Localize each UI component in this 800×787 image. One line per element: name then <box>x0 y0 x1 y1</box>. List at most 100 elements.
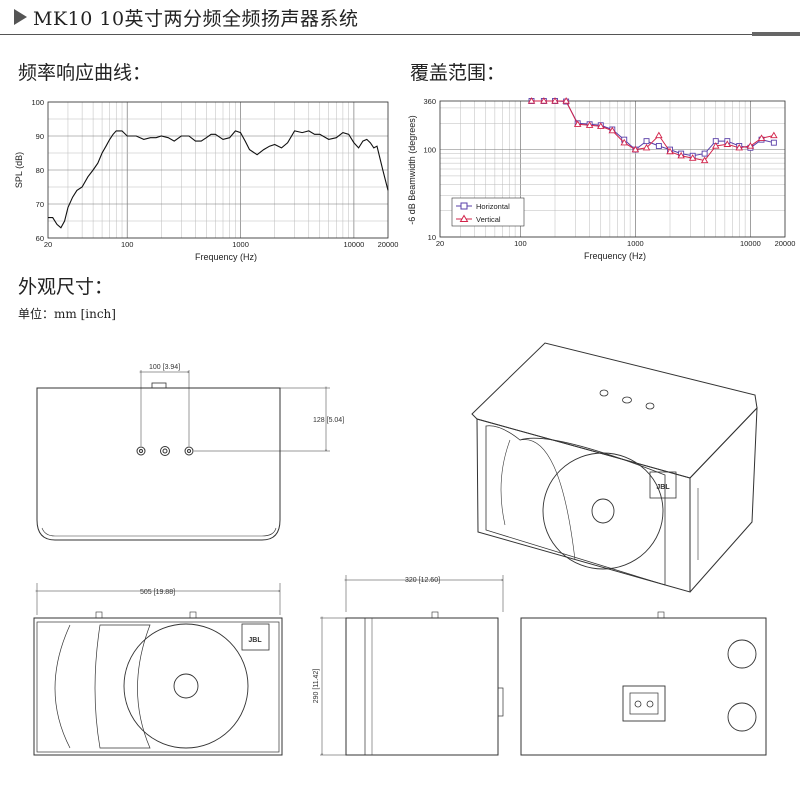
cov-y-tick-label: 10 <box>428 233 436 242</box>
height-dimension: 290 [11.42] <box>313 669 320 704</box>
cov-point-vertical <box>757 134 766 141</box>
top-view-outline <box>36 387 281 541</box>
page-title: MK10 10英寸两分频全频扬声器系统 <box>33 8 359 30</box>
top-view-drawing <box>36 370 330 541</box>
header: MK10 10英寸两分频全频扬声器系统 <box>0 0 800 36</box>
front-woofer <box>123 623 249 749</box>
fr-series-line <box>48 130 389 229</box>
cov-point-horizontal <box>736 143 743 149</box>
cov-plot-frame <box>439 100 786 238</box>
play-arrow-icon <box>14 9 27 25</box>
front-woofer-cap <box>173 673 199 699</box>
fr-y-axis-label: SPL (dB) <box>14 152 24 188</box>
cov-x-tick-label: 1000 <box>627 239 644 248</box>
cov-x-tick-label: 20000 <box>775 239 796 248</box>
fr-x-axis-label: Frequency (Hz) <box>195 252 257 262</box>
cov-point-horizontal <box>632 146 639 153</box>
fr-x-tick-label: 10000 <box>343 240 364 249</box>
cov-point-horizontal <box>724 138 731 145</box>
fr-y-tick-label: 70 <box>36 200 44 209</box>
cov-point-horizontal <box>747 144 754 151</box>
cov-legend: Horizontal Vertical <box>451 197 525 227</box>
cov-point-vertical <box>746 142 755 149</box>
cov-y-tick-label: 360 <box>423 97 436 106</box>
cov-point-vertical <box>688 154 697 161</box>
back-port-2 <box>727 702 757 732</box>
cov-point-vertical <box>735 143 744 151</box>
cov-point-horizontal <box>609 126 616 133</box>
side-view-outline <box>345 617 499 756</box>
cov-point-horizontal <box>597 122 604 129</box>
front-view-drawing <box>33 583 283 756</box>
back-view-outline <box>520 617 767 756</box>
back-view-drawing <box>520 611 767 756</box>
cov-series-line-horizontal <box>531 100 775 157</box>
cov-point-vertical <box>540 97 548 104</box>
cov-point-horizontal <box>655 143 662 149</box>
iso-logo: JBL <box>656 484 670 491</box>
cov-point-vertical <box>666 147 674 155</box>
cov-point-horizontal <box>701 150 708 157</box>
cov-point-vertical <box>655 131 663 139</box>
cov-y-tick-label: 100 <box>423 146 436 155</box>
cov-grid <box>439 101 786 238</box>
legend-horizontal-label: Horizontal <box>476 202 510 211</box>
cov-point-horizontal <box>574 120 581 127</box>
cov-point-horizontal <box>667 146 673 153</box>
cov-point-horizontal <box>586 121 593 128</box>
header-accent-block <box>752 32 800 36</box>
fr-x-tick-label: 20000 <box>378 240 399 249</box>
cov-point-vertical <box>562 97 570 104</box>
legend-horizontal-marker <box>460 202 468 210</box>
coverage-heading: 覆盖范围： <box>410 62 506 84</box>
fr-y-tick-label: 60 <box>36 234 44 243</box>
iso-front-baffle <box>485 425 666 586</box>
cov-x-tick-label: 100 <box>514 239 527 248</box>
cov-point-vertical <box>711 142 720 149</box>
top-depth-dimension: 128 [5.04] <box>313 417 344 424</box>
terminal-post-2 <box>646 700 654 708</box>
cov-x-axis-label: Frequency (Hz) <box>584 251 646 261</box>
cov-point-vertical <box>723 140 732 147</box>
terminal-plate <box>622 685 666 722</box>
fr-x-tick-label: 1000 <box>232 240 249 249</box>
cov-point-horizontal <box>712 138 719 145</box>
cov-point-horizontal <box>528 98 535 104</box>
frequency-response-heading: 频率响应曲线： <box>18 62 152 84</box>
fr-y-tick-label: 100 <box>31 98 44 107</box>
mount-hole-1 <box>136 446 146 456</box>
cov-legend-box <box>451 197 525 227</box>
front-logo-plate <box>241 623 270 651</box>
depth-dimension: 320 [12.60] <box>405 577 440 584</box>
cov-point-vertical <box>620 138 629 146</box>
isometric-view-drawing <box>471 342 758 593</box>
cov-y-axis-label: -6 dB Beamwidth (degrees) <box>407 115 417 225</box>
cov-point-horizontal <box>552 98 558 104</box>
cov-point-vertical <box>527 97 536 104</box>
cov-x-tick-label: 20 <box>436 239 444 248</box>
iso-woofer-cap <box>591 498 615 524</box>
fr-grid <box>47 101 389 239</box>
front-view-outline <box>33 617 283 756</box>
mount-hole-2 <box>160 446 170 456</box>
iso-logo-plate <box>649 471 677 499</box>
fr-x-tick-label: 100 <box>121 240 134 249</box>
terminal-post-1 <box>634 700 642 708</box>
iso-side-face <box>689 406 758 593</box>
iso-top-face <box>471 342 758 479</box>
cov-point-horizontal <box>643 138 650 145</box>
back-port-1 <box>727 639 757 669</box>
dimensions-heading: 外观尺寸： <box>18 276 114 298</box>
iso-front-face <box>476 418 691 593</box>
unit-label: 单位：mm [inch] <box>18 307 116 321</box>
legend-vertical-label: Vertical <box>476 215 501 224</box>
width-dimension: 505 [19.88] <box>140 589 175 596</box>
cov-point-vertical <box>677 151 685 159</box>
cov-point-vertical <box>585 121 594 128</box>
legend-vertical-marker <box>459 214 469 222</box>
fr-y-tick-label: 90 <box>36 132 44 141</box>
cov-point-vertical <box>608 126 617 134</box>
